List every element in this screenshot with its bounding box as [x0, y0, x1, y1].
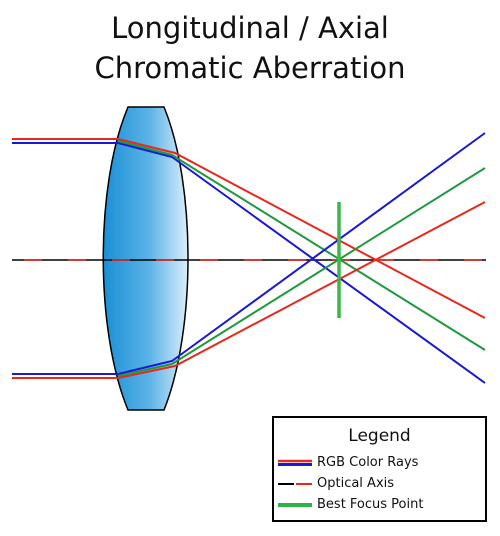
title-line-1: Longitudinal / Axial	[111, 11, 389, 45]
ray-red-top	[12, 138, 486, 319]
ray-green-bottom-inlens	[117, 363, 173, 377]
legend-label-rgb-rays: RGB Color Rays	[317, 455, 419, 470]
legend-title: Legend	[348, 426, 411, 446]
biconvex-lens	[102, 106, 189, 411]
legend-label-optical-axis: Optical Axis	[317, 476, 395, 491]
rgb-rays-swatch-icon	[278, 459, 312, 466]
legend-item-optical-axis: Optical Axis	[274, 474, 485, 494]
ray-blue-top	[12, 142, 486, 384]
ray-red-bottom	[12, 201, 486, 379]
ray-green-bottom	[171, 167, 486, 365]
ray-green-top-inlens	[117, 140, 173, 156]
ray-blue-bottom	[12, 132, 486, 375]
legend-box: Legend RGB Color Rays Optical Axis Best …	[272, 416, 487, 522]
legend-label-best-focus: Best Focus Point	[317, 497, 424, 512]
title-line-2: Chromatic Aberration	[94, 51, 406, 85]
legend-item-best-focus: Best Focus Point	[274, 495, 485, 515]
diagram-title: Longitudinal / Axial Chromatic Aberratio…	[0, 8, 500, 88]
best-focus-swatch-icon	[278, 503, 312, 507]
optical-axis-swatch-icon	[278, 483, 312, 485]
ray-green-top	[171, 154, 486, 351]
legend-item-rgb-rays: RGB Color Rays	[274, 453, 485, 473]
